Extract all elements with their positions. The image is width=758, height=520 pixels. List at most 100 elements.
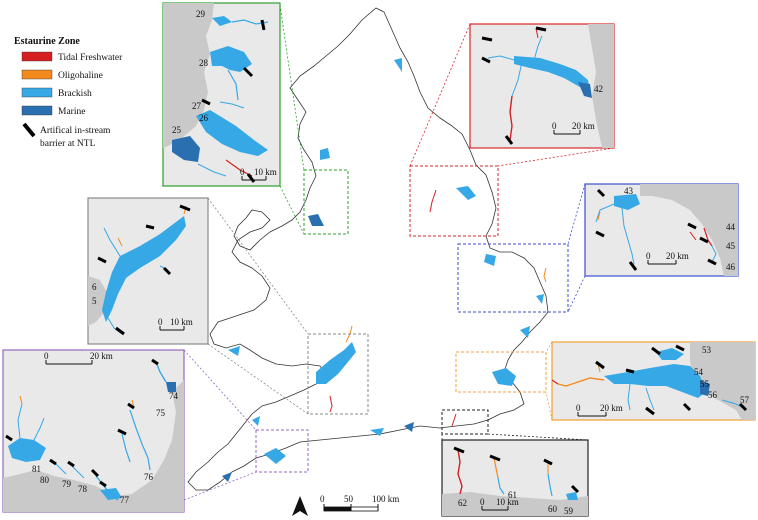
river-mark [155, 361, 167, 383]
estuary-mark [316, 342, 356, 384]
locator-box-grey [307, 333, 369, 415]
estuary-42 [514, 56, 590, 92]
river-mark [103, 227, 121, 257]
river-mark [219, 101, 245, 109]
legend-label-tidal-freshwater: Tidal Freshwater [58, 53, 123, 63]
legend-label-marine: Marine [58, 107, 85, 117]
inset-grey: 6 5 0 10 km [87, 197, 209, 345]
estuary-number: 53 [702, 345, 712, 355]
estuary-mark [228, 346, 240, 356]
barrier-icon [645, 406, 655, 416]
river-mark [227, 69, 239, 101]
barrier-icon [570, 484, 580, 494]
estuary-mark [222, 472, 232, 482]
barrier-icon [97, 256, 107, 264]
inset-scale-bar: 0 20 km [552, 121, 595, 135]
estuary-number: 45 [726, 241, 736, 251]
estuary-mark [492, 368, 516, 386]
barrier-icon [481, 56, 491, 64]
estuary-number: 78 [78, 484, 88, 494]
inset-green: 29 28 27 26 25 0 10 km [162, 2, 281, 187]
locator-boxes [255, 165, 569, 473]
sea-area [3, 380, 184, 512]
estuary-26 [196, 110, 268, 156]
estuary-77 [100, 488, 122, 500]
inset-scale-bar: 0 10 km [480, 497, 519, 511]
river-mark [129, 409, 151, 471]
estuary-number: 46 [726, 262, 736, 272]
legend-label-brackish: Brackish [58, 89, 92, 99]
estuary-number: 27 [192, 101, 202, 111]
river-mark [197, 163, 227, 177]
estuary-number: 61 [508, 490, 517, 500]
river-mark [511, 61, 523, 97]
barrier-icon [5, 434, 13, 442]
svg-text:20 km: 20 km [572, 121, 595, 131]
estuary-number: 55 [700, 379, 710, 389]
barrier-icon [628, 261, 638, 271]
estuary-number: 62 [458, 498, 467, 508]
barrier-icon [651, 346, 661, 356]
inset-scale-bar: 0 20 km [44, 351, 113, 365]
locator-box-blue [457, 243, 569, 313]
barrier-icon [595, 230, 605, 238]
barrier-icon [535, 26, 547, 32]
river-mark [547, 473, 553, 497]
estuary-mark [252, 416, 260, 426]
main-map-estuaries [222, 58, 547, 482]
barrier-icon [625, 368, 635, 374]
barrier-icon [699, 236, 709, 244]
river-mark [703, 227, 713, 247]
river-mark [509, 95, 513, 141]
estuary-mark [404, 422, 414, 432]
estuary-number: 6 [92, 282, 97, 292]
river-mark [543, 267, 547, 283]
barrier-icon [162, 266, 172, 276]
estuary-number: 79 [62, 479, 72, 489]
river-mark [329, 395, 333, 413]
estuary-number: 60 [548, 504, 558, 514]
estuary-number: 76 [144, 472, 154, 482]
estuary-29 [212, 16, 232, 26]
estuary-number: 59 [564, 506, 574, 516]
barrier-icon [115, 326, 125, 336]
river-mark [117, 237, 123, 247]
connector-lines [183, 4, 615, 501]
barrier-icon [504, 135, 514, 145]
estuary-number: 81 [32, 464, 41, 474]
estuary-mark [536, 294, 544, 304]
inset-blue: 43 44 45 46 0 20 km [584, 183, 739, 277]
legend-swatch-oligohaline [21, 69, 53, 80]
barrier-icon [687, 222, 697, 230]
estuary-number: 26 [199, 113, 209, 123]
legend-label-barrier-line1: Artifical in-stream [40, 125, 111, 136]
svg-text:0: 0 [158, 317, 163, 327]
estuary-number: 54 [694, 367, 704, 377]
estuary-number: 57 [740, 395, 750, 405]
estuary-number: 43 [624, 186, 634, 196]
river-mark [627, 239, 635, 265]
river-mark [711, 245, 717, 263]
svg-text:20 km: 20 km [90, 351, 113, 361]
barrier-icon [242, 66, 254, 78]
locator-box-orange [455, 351, 547, 393]
estuary-mark [308, 214, 324, 226]
barrier-icon [90, 468, 100, 478]
estuary-mark [566, 492, 578, 500]
river-mark [493, 457, 499, 479]
river-mark [645, 387, 655, 411]
estuary-81 [8, 438, 46, 462]
river-mark [429, 189, 437, 213]
estuary-number: 28 [199, 58, 209, 68]
barrier-icon [595, 360, 605, 370]
river-mark [497, 477, 505, 495]
svg-text:10 km: 10 km [254, 167, 277, 177]
barrier-icon [151, 358, 159, 366]
sea-area [88, 276, 108, 326]
estuary-number: 44 [726, 222, 736, 232]
inset-purple: 74 75 76 77 78 79 80 81 0 20 km [2, 349, 185, 513]
estuary-25 [172, 136, 200, 162]
river-mark [627, 383, 631, 411]
svg-text:0: 0 [552, 121, 557, 131]
